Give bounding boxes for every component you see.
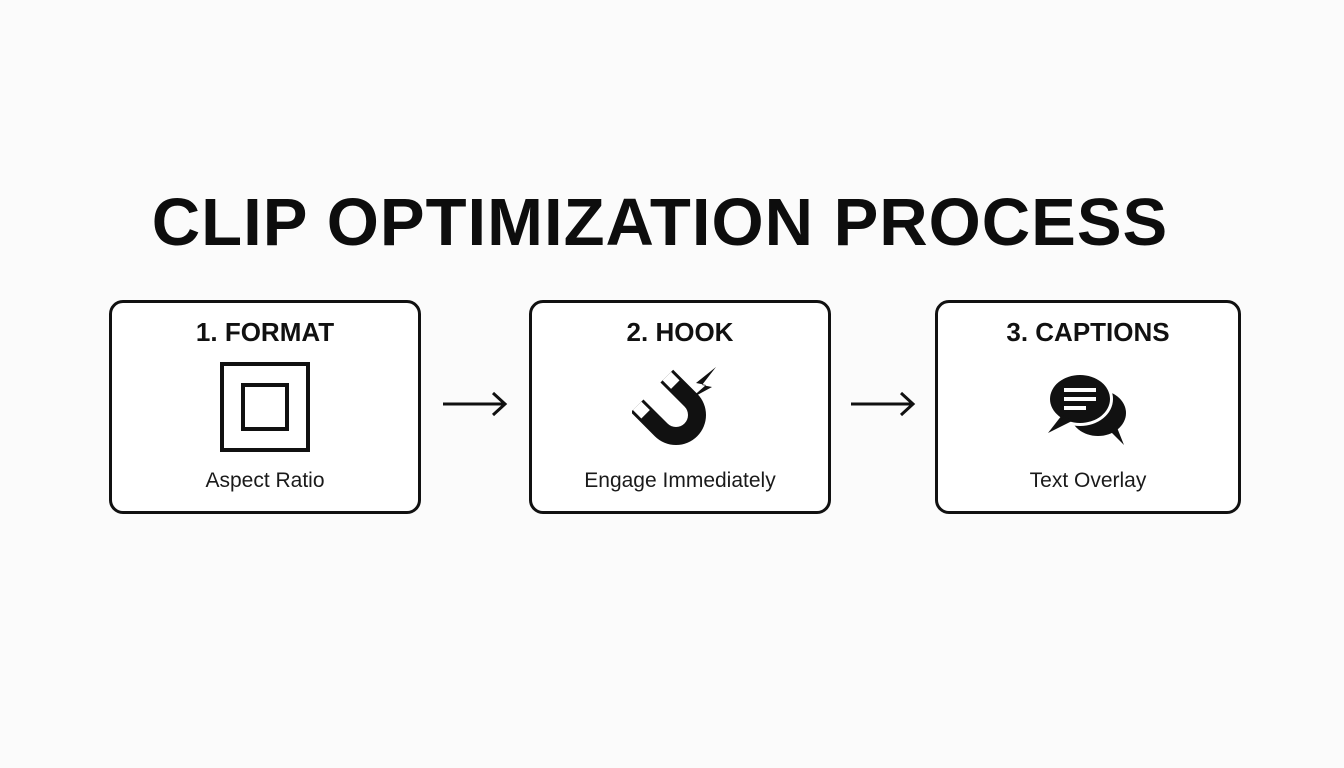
step-card-captions: 3. CAPTIONS Text Overlay	[935, 300, 1241, 514]
diagram-title: CLIP OPTIMIZATION PROCESS	[0, 183, 1320, 263]
step-caption: Engage Immediately	[532, 468, 828, 494]
step-title: 3. CAPTIONS	[938, 316, 1238, 348]
step-card-format: 1. FORMAT Aspect Ratio	[109, 300, 421, 514]
magnet-icon	[632, 359, 728, 455]
arrow-right-icon	[441, 390, 509, 418]
speech-bubbles-icon	[1040, 359, 1136, 455]
step-title: 2. HOOK	[532, 316, 828, 348]
nested-squares-icon	[217, 359, 313, 455]
step-title: 1. FORMAT	[112, 316, 418, 348]
arrow-right-icon	[849, 390, 917, 418]
step-caption: Text Overlay	[938, 468, 1238, 494]
step-card-hook: 2. HOOK Engage Immediately	[529, 300, 831, 514]
step-caption: Aspect Ratio	[112, 468, 418, 494]
